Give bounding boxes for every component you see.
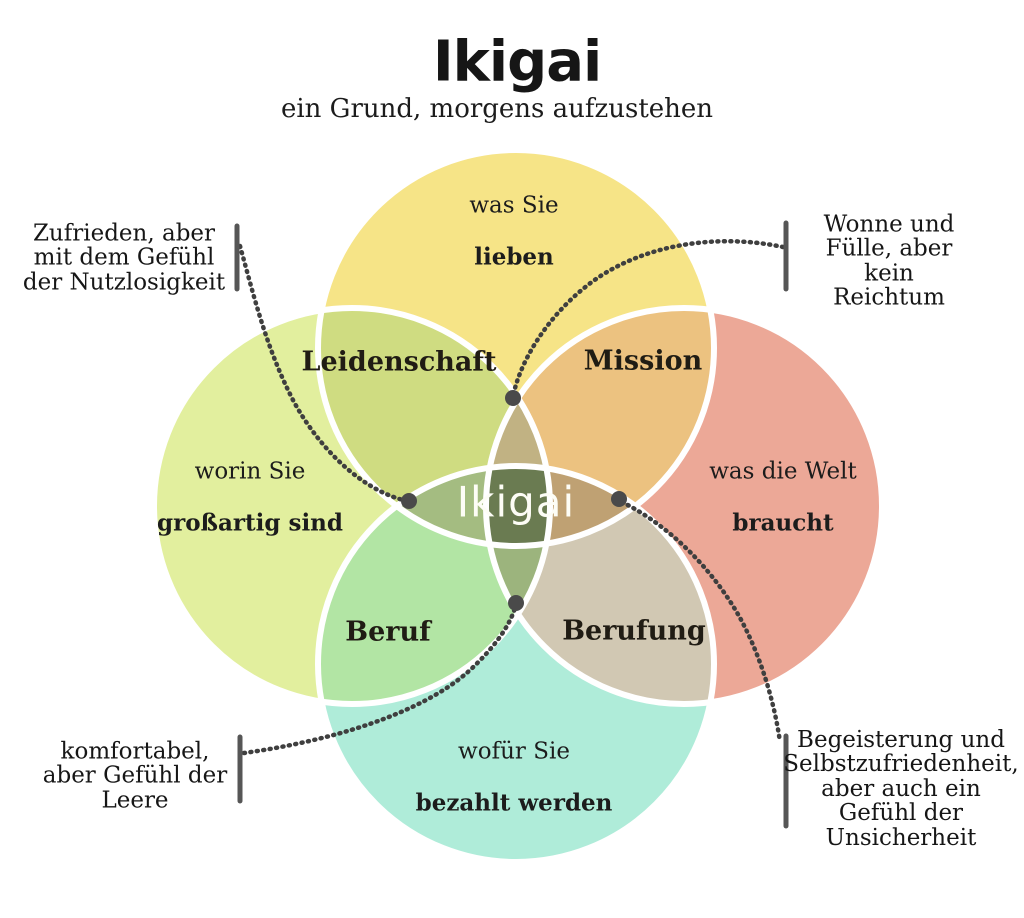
circle-outline-right [483,305,885,707]
connector-dot-top-left [401,493,417,509]
label-circle-bottom: wofür Sie bezahlt werden [416,714,613,843]
circle-outline-left [151,305,553,707]
annotation-bottom-left: komfortabel, aber Gefühl der Leere [42,738,228,814]
label-passion: Leidenschaft [301,346,497,378]
annotation-top-right: Wonne und Fülle, aber kein Reichtum [823,211,955,311]
label-vocation: Berufung [562,615,706,647]
page-title: Ikigai [432,29,602,95]
circle-outline-bottom [315,463,717,865]
label-circle-left-line2: großartig sind [157,509,343,537]
label-circle-right-line2: braucht [732,509,834,537]
page-subtitle: ein Grund, morgens aufzustehen [280,94,714,124]
label-circle-bottom-line2: bezahlt werden [415,789,613,817]
connector-line-top-left [237,243,406,503]
label-circle-top-line2: lieben [474,243,554,271]
connector-line-bottom-right [619,499,783,745]
connector-dot-bottom-left [508,595,524,611]
connector-dot-top-right [505,390,521,406]
label-circle-left-line1: worin Sie [194,458,306,485]
connector-line-bottom-left [241,605,518,756]
label-circle-bottom-line1: wofür Sie [458,738,570,765]
label-circle-top-line1: was Sie [469,192,559,219]
circle-outline-top [315,147,717,549]
label-circle-right-line1: was die Welt [709,458,857,485]
annotation-bottom-right: Begeisterung und Selbstzufriedenheit, ab… [783,727,1019,851]
label-mission: Mission [583,345,703,377]
label-circle-right: was die Welt braucht [709,434,857,563]
label-profession: Beruf [345,616,431,648]
connector-line-top-right [511,239,786,395]
label-center-ikigai: Ikigai [456,477,576,527]
annotation-top-left: Zufrieden, aber mit dem Gefühl der Nutzl… [22,220,226,296]
label-circle-top: was Sie lieben [469,168,558,297]
label-circle-left: worin Sie großartig sind [157,434,343,563]
connector-dot-bottom-right [611,491,627,507]
